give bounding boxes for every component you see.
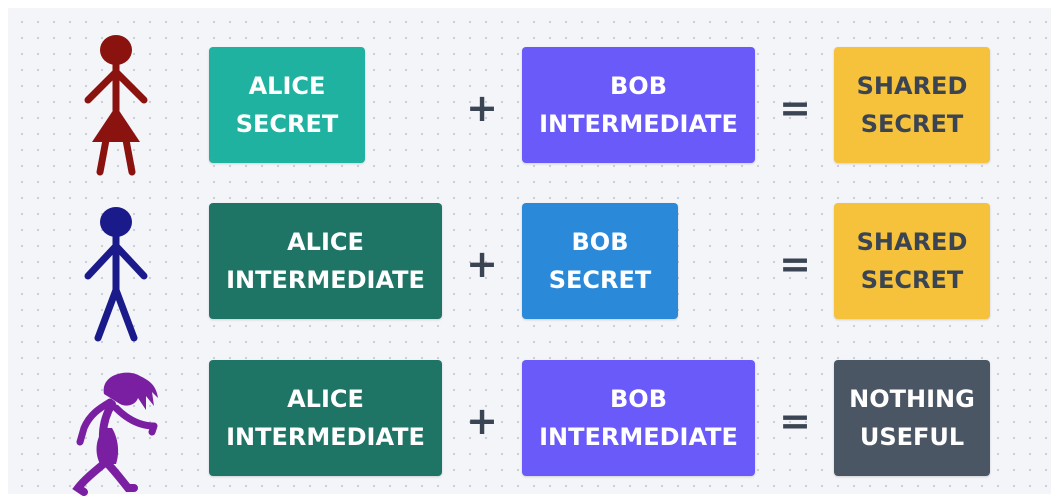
box-label-line1: ALICE [287, 385, 364, 413]
box-label-line2: INTERMEDIATE [539, 423, 738, 451]
box-label-line1: BOB [610, 72, 667, 100]
eve-figure-icon [72, 372, 158, 496]
alice-secret-box: ALICE SECRET [209, 47, 365, 163]
shared-secret-box: SHARED SECRET [834, 203, 990, 319]
plus-operator: + [466, 86, 498, 130]
box-label-line2: INTERMEDIATE [226, 423, 425, 451]
alice-intermediate-box: ALICE INTERMEDIATE [209, 203, 442, 319]
box-label-line2: SECRET [860, 110, 964, 138]
bob-secret-box: BOB SECRET [522, 203, 678, 319]
equals-operator: = [779, 242, 811, 286]
box-label-line2: INTERMEDIATE [226, 266, 425, 294]
plus-operator: + [466, 242, 498, 286]
box-label-line2: SECRET [235, 110, 339, 138]
box-label-line2: USEFUL [859, 423, 965, 451]
box-label-line1: BOB [571, 228, 629, 256]
box-label-line1: ALICE [248, 72, 326, 100]
box-label-line1: NOTHING [849, 385, 975, 413]
alice-figure-icon [84, 35, 148, 176]
box-label-line2: INTERMEDIATE [539, 110, 738, 138]
equals-operator: = [779, 399, 811, 443]
plus-operator: + [466, 399, 498, 443]
box-label-line2: SECRET [548, 266, 652, 294]
shared-secret-box: SHARED SECRET [834, 47, 990, 163]
box-label-line2: SECRET [860, 266, 964, 294]
box-label-line1: ALICE [287, 228, 364, 256]
nothing-useful-box: NOTHING USEFUL [834, 360, 990, 476]
equals-operator: = [779, 86, 811, 130]
box-label-line1: SHARED [856, 72, 968, 100]
alice-intermediate-box: ALICE INTERMEDIATE [209, 360, 442, 476]
box-label-line1: SHARED [856, 228, 968, 256]
bob-intermediate-box: BOB INTERMEDIATE [522, 360, 755, 476]
bob-intermediate-box: BOB INTERMEDIATE [522, 47, 755, 163]
box-label-line1: BOB [610, 385, 667, 413]
bob-figure-icon [84, 207, 148, 342]
